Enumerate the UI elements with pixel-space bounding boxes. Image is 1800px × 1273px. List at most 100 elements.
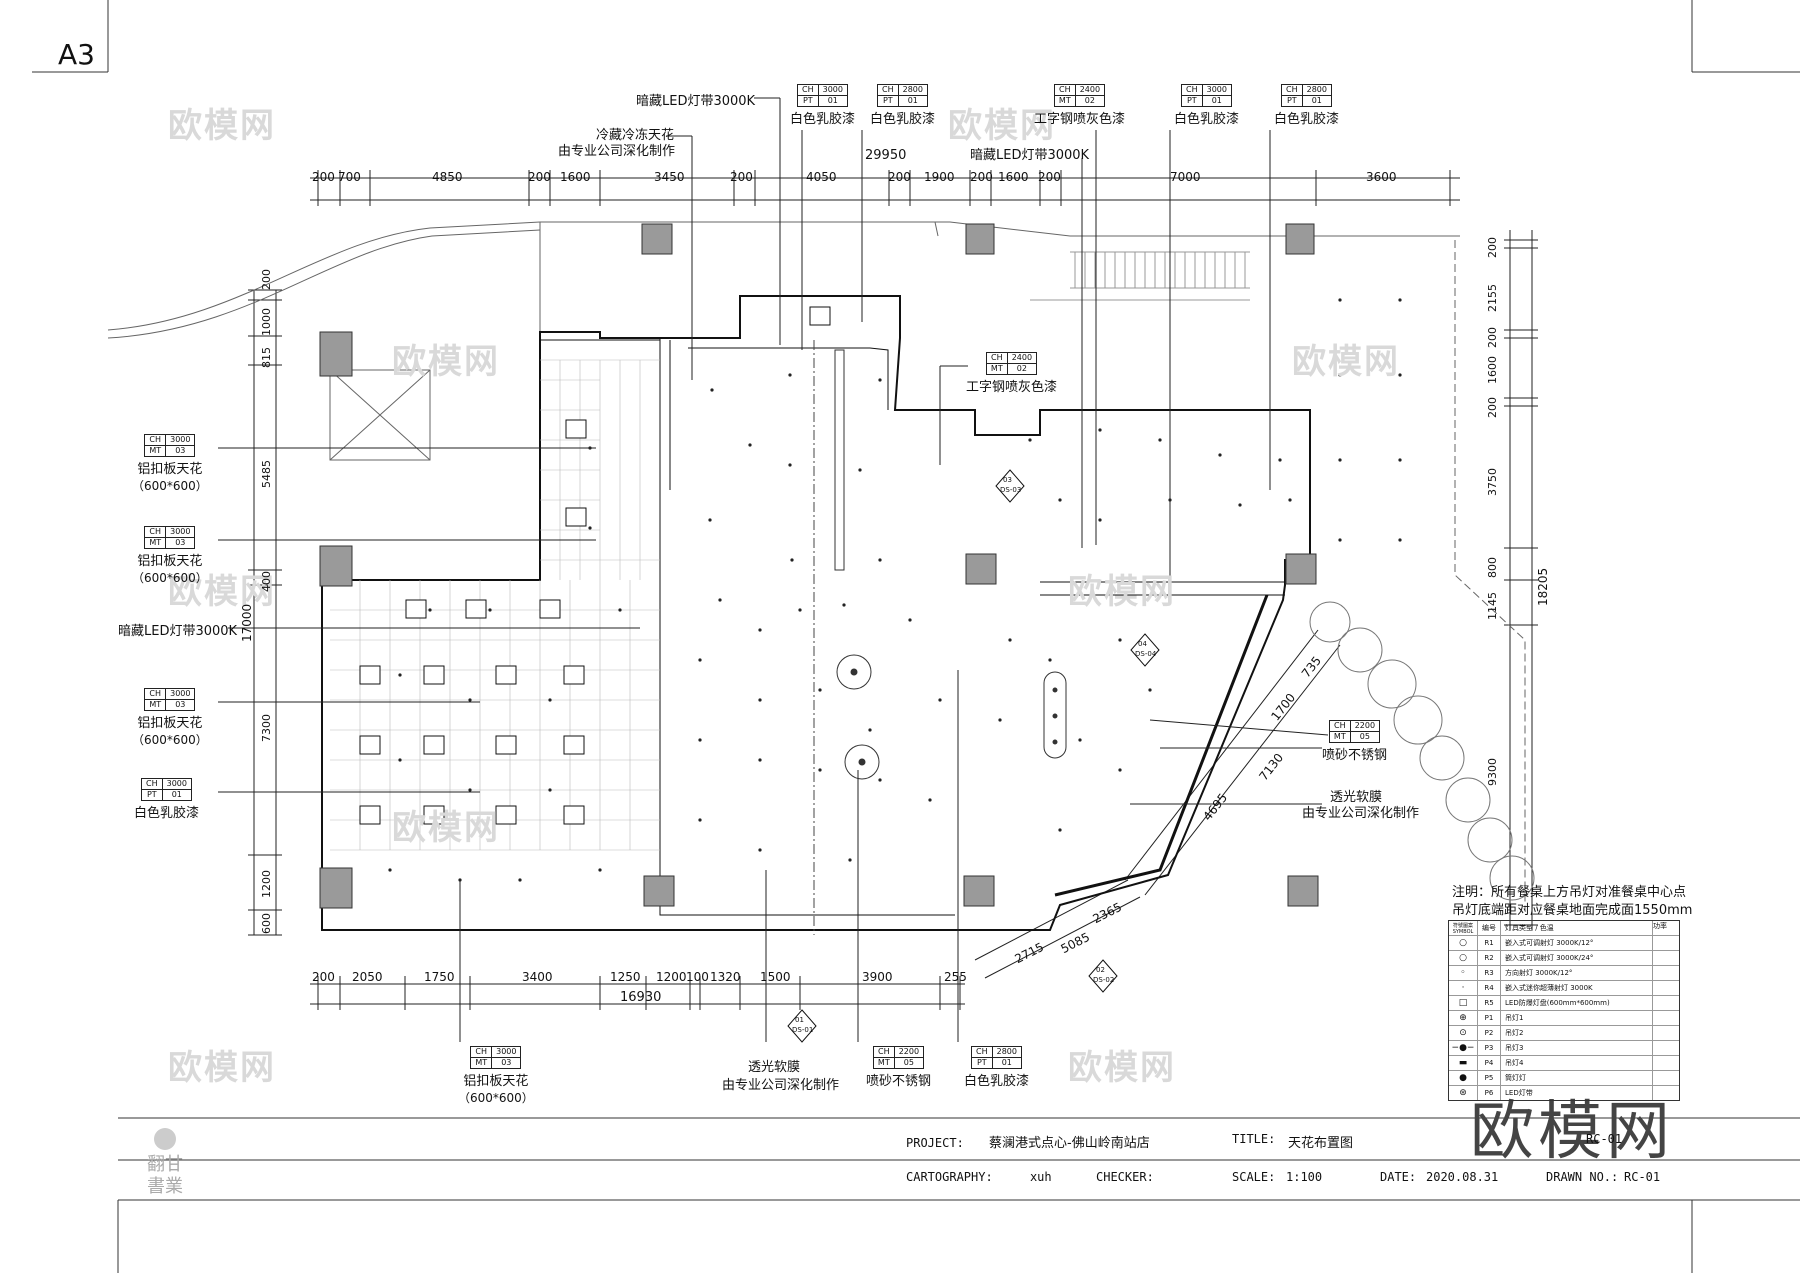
material-label: 白色乳胶漆 <box>964 1074 1030 1089</box>
material-label: 喷砂不锈钢 <box>1322 748 1388 763</box>
material-label: 工字钢喷灰色漆 <box>1034 112 1126 127</box>
material-label: 铝扣板天花 <box>137 462 203 477</box>
dim-left: 5485 <box>260 460 273 488</box>
dim-right: 9300 <box>1486 758 1499 786</box>
material-size: （600*600） <box>132 479 208 493</box>
dim-top: 1900 <box>924 170 955 184</box>
led-strip-note: 暗藏LED灯带3000K <box>118 624 238 639</box>
dim-top: 7000 <box>1170 170 1201 184</box>
project-key: PROJECT: <box>906 1136 964 1150</box>
dim-top: 200 <box>528 170 551 184</box>
cartography-value: xuh <box>1029 1170 1052 1184</box>
section-mark-number: 03 <box>1003 476 1012 484</box>
dim-bottom: 1250 <box>610 970 641 984</box>
title-value: 天花布置图 <box>1288 1136 1354 1151</box>
scale-key: SCALE: <box>1232 1170 1276 1184</box>
dim-right: 2155 <box>1486 284 1499 312</box>
watermark: 欧模网 <box>392 808 500 848</box>
drawn-no-key: DRAWN NO.: <box>1546 1170 1619 1184</box>
material-label: 白色乳胶漆 <box>1274 112 1340 127</box>
lighting-note: 注明：所有餐桌上方吊灯对准餐桌中心点 吊灯底端距对应餐桌地面完成面1550mm <box>1452 885 1693 918</box>
led-strip-note: 暗藏LED灯带3000K <box>636 94 756 109</box>
material-label: 铝扣板天花 <box>137 716 203 731</box>
dim-left: 815 <box>260 347 273 368</box>
dim-top: 200 <box>970 170 993 184</box>
material-label: 白色乳胶漆 <box>134 806 200 821</box>
dim-left: 400 <box>260 571 273 592</box>
dim-bottom: 1320 <box>710 970 741 984</box>
section-mark-ref: DS-04 <box>1135 650 1157 658</box>
dim-bottom: 1750 <box>424 970 455 984</box>
watermark: 欧模网 <box>948 106 1056 146</box>
sheet-code: RC-01 <box>1586 1132 1623 1146</box>
material-label: 白色乳胶漆 <box>870 112 936 127</box>
watermark: 欧模网 <box>168 106 276 146</box>
dim-top: 3600 <box>1366 170 1397 184</box>
dim-right: 3750 <box>1486 468 1499 496</box>
sheet-size-label: A3 <box>58 38 95 71</box>
dim-top: 3450 <box>654 170 685 184</box>
dim-top: 1600 <box>998 170 1029 184</box>
dim-top: 200 <box>888 170 911 184</box>
dim-bottom: 1200 <box>656 970 687 984</box>
cold-storage-note-sub: 由专业公司深化制作 <box>558 144 676 159</box>
material-size: （600*600） <box>132 733 208 747</box>
dim-right: 800 <box>1486 557 1499 578</box>
watermark: 欧模网 <box>1292 342 1400 382</box>
dim-top: 200 <box>312 170 335 184</box>
watermark: 欧模网 <box>1068 572 1176 612</box>
dim-left: 200 <box>260 269 273 290</box>
watermark: 欧模网 <box>1068 1048 1176 1088</box>
title-block-row2: CARTOGRAPHY: xuh CHECKER: SCALE: 1:100 D… <box>906 1170 1686 1184</box>
company-logo: 翻甘 書業 <box>140 1128 190 1198</box>
project-value: 蔡澜港式点心-佛山岭南站店 <box>989 1136 1150 1151</box>
dim-bottom: 3400 <box>522 970 553 984</box>
scale-value: 1:100 <box>1286 1170 1323 1184</box>
material-label: 喷砂不锈钢 <box>866 1074 932 1089</box>
cartography-key: CARTOGRAPHY: <box>906 1170 993 1184</box>
material-size: （600*600） <box>458 1091 534 1105</box>
dim-total-left: 17000 <box>240 603 254 642</box>
dim-right: 1145 <box>1486 592 1499 620</box>
material-size: （600*600） <box>132 571 208 585</box>
dim-bottom: 3900 <box>862 970 893 984</box>
section-mark-number: 04 <box>1138 640 1147 648</box>
checker-key: CHECKER: <box>1096 1170 1154 1184</box>
dim-bottom: 255 <box>944 970 967 984</box>
legend-header: 符號圖案 SYMBOL 编号 灯具类型 / 色温 功率 <box>1449 921 1679 935</box>
led-strip-note: 暗藏LED灯带3000K <box>970 148 1090 163</box>
material-label: 白色乳胶漆 <box>1174 112 1240 127</box>
dim-bottom: 2050 <box>352 970 383 984</box>
cold-storage-note: 冷藏冷冻天花 <box>596 128 675 143</box>
dim-left: 1200 <box>260 870 273 898</box>
date-key: DATE: <box>1380 1170 1417 1184</box>
title-block: PROJECT: 蔡澜港式点心-佛山岭南站店 TITLE: 天花布置图 RC-0… <box>906 1132 1686 1151</box>
dim-top: 200 <box>730 170 753 184</box>
dim-top: 4050 <box>806 170 837 184</box>
drawn-no-value: RC-01 <box>1624 1170 1661 1184</box>
film-note-sub: 由专业公司深化制作 <box>1302 806 1420 821</box>
section-mark-number: 02 <box>1096 966 1105 974</box>
section-mark-ref: DS-02 <box>1093 976 1115 984</box>
dim-right: 1600 <box>1486 356 1499 384</box>
watermark: 欧模网 <box>392 342 500 382</box>
